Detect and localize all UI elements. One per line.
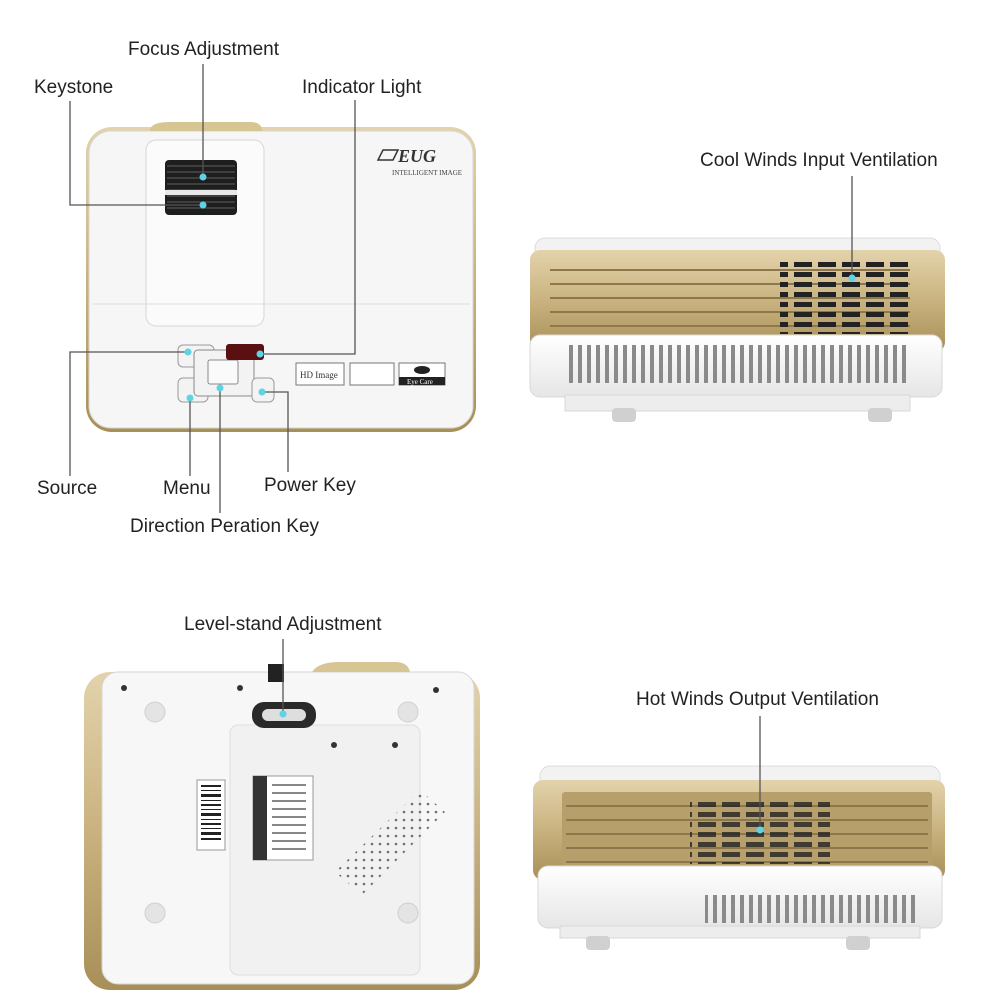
bottom-foot-3 — [144, 902, 166, 924]
screw — [121, 685, 127, 691]
spec-label-lines — [272, 784, 306, 850]
top-view-callout-dots — [184, 173, 266, 402]
direction-pad-center — [207, 359, 239, 385]
eye-care-band — [399, 377, 445, 385]
speaker-grille — [335, 790, 445, 895]
side-view-callout — [848, 176, 856, 282]
eye-care-text: Eye Care — [407, 378, 433, 386]
screw — [392, 742, 398, 748]
hot-winds-label: Hot Winds Output Ventilation — [636, 689, 879, 710]
cool-winds-label: Cool Winds Input Ventilation — [700, 150, 938, 171]
bottom-view-callout — [279, 639, 287, 718]
bottom-foot-1 — [144, 701, 166, 723]
rear-view-callout — [756, 716, 764, 834]
cd-badge — [349, 362, 395, 386]
focus-adjustment-label: Focus Adjustment — [128, 39, 280, 60]
spec-label-band — [253, 776, 267, 860]
lens-top — [150, 122, 262, 131]
top-view-callout-lines — [69, 64, 356, 513]
brand-logo: EUG — [397, 146, 436, 166]
screw — [237, 685, 243, 691]
rear-foot-right — [846, 936, 870, 950]
hd-badge — [295, 362, 345, 386]
control-panel — [177, 344, 275, 403]
indicator-window — [226, 344, 264, 360]
brand-logo-mark — [376, 149, 400, 161]
level-stand-label: Level-stand Adjustment — [184, 614, 382, 635]
projector-rear-view — [533, 765, 945, 950]
bottom-foot-2 — [397, 701, 419, 723]
side-foot-right — [868, 408, 892, 422]
menu-label: Menu — [163, 478, 211, 499]
rear-base — [559, 925, 921, 939]
direction-key-label: Direction Peration Key — [130, 516, 320, 537]
power-key-label: Power Key — [264, 475, 356, 496]
barcode-bars — [201, 785, 221, 840]
bottom-foot-4 — [397, 902, 419, 924]
rear-foot-left — [586, 936, 610, 950]
indicator-light-label: Indicator Light — [302, 77, 422, 98]
rear-lower-slots — [705, 895, 915, 923]
hd-badge-text: HD Image — [300, 370, 338, 380]
brand-tagline: INTELLIGENT IMAGE — [392, 169, 462, 177]
screw — [433, 687, 439, 693]
side-lower-slots — [565, 345, 910, 383]
projector-top-view: EUG INTELLIGENT IMAGE HD Image Eye Care — [86, 122, 476, 432]
bottom-clip — [268, 664, 284, 682]
focus-wheel-divider — [165, 190, 237, 195]
side-base — [564, 394, 911, 412]
eye-icon — [414, 366, 430, 374]
cool-intake-vents — [780, 262, 910, 334]
side-foot-left — [612, 408, 636, 422]
source-label: Source — [37, 478, 98, 499]
projector-side-view — [529, 237, 945, 422]
keystone-label: Keystone — [34, 77, 114, 98]
screw — [331, 742, 337, 748]
bottom-lens-top — [312, 662, 410, 672]
projector-bottom-view — [84, 662, 480, 990]
